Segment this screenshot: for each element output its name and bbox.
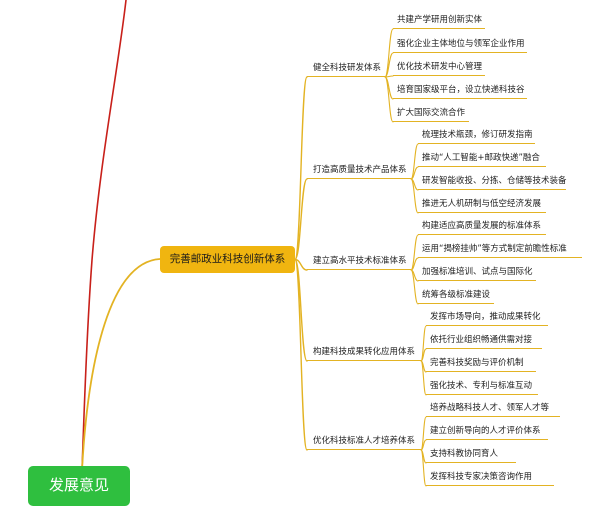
root-main-connector bbox=[81, 258, 161, 471]
root-node[interactable]: 发展意见 bbox=[28, 466, 130, 506]
leaf-node[interactable]: 完善科技奖励与评价机制 bbox=[426, 354, 536, 372]
branch-leaf-connector bbox=[384, 52, 394, 78]
main-branch-connector bbox=[294, 76, 308, 261]
branch-leaf-connector bbox=[410, 143, 419, 180]
main-branch-connector bbox=[294, 258, 308, 451]
leaf-node[interactable]: 共建产学研用创新实体 bbox=[393, 11, 485, 29]
leaf-node[interactable]: 依托行业组织畅通供需对接 bbox=[426, 331, 542, 349]
branch-node[interactable]: 优化科技标准人才培养体系 bbox=[307, 432, 421, 450]
leaf-node[interactable]: 培养战略科技人才、领军人才等 bbox=[426, 399, 560, 417]
main-branch-connector bbox=[294, 258, 308, 271]
leaf-node[interactable]: 优化技术研发中心管理 bbox=[393, 58, 485, 76]
branch-leaf-connector bbox=[410, 269, 419, 305]
leaf-node[interactable]: 研发智能收投、分拣、仓储等技术装备 bbox=[418, 172, 567, 190]
branch-node[interactable]: 建立高水平技术标准体系 bbox=[307, 252, 411, 270]
leaf-node[interactable]: 发挥市场导向，推动成果转化 bbox=[426, 308, 548, 326]
leaf-node[interactable]: 支持科教协同育人 bbox=[426, 445, 516, 463]
branch-leaf-connector bbox=[420, 449, 427, 487]
leaf-node[interactable]: 扩大国际交流合作 bbox=[393, 104, 469, 122]
leaf-node[interactable]: 加强标准培训、试点与国际化 bbox=[418, 263, 536, 281]
leaf-node[interactable]: 运用“揭榜挂帅”等方式制定前瞻性标准 bbox=[418, 240, 582, 258]
branch-node[interactable]: 构建科技成果转化应用体系 bbox=[307, 343, 421, 361]
leaf-node[interactable]: 推动“人工智能+邮政快递”融合 bbox=[418, 149, 546, 167]
leaf-node[interactable]: 梳理技术瓶颈，修订研发指南 bbox=[418, 126, 535, 144]
leaf-node[interactable]: 建立创新导向的人才评价体系 bbox=[426, 422, 548, 440]
branch-leaf-connector bbox=[384, 28, 394, 78]
leaf-node[interactable]: 培育国家级平台，设立快递科技谷 bbox=[393, 81, 527, 99]
leaf-node[interactable]: 强化企业主体地位与领军企业作用 bbox=[393, 35, 527, 53]
red-connector bbox=[81, 0, 127, 471]
leaf-node[interactable]: 强化技术、专利与标准互动 bbox=[426, 377, 538, 395]
main-node[interactable]: 完善邮政业科技创新体系 bbox=[160, 246, 295, 273]
connector-lines bbox=[81, 0, 427, 487]
main-branch-connector bbox=[294, 178, 308, 261]
branch-leaf-connector bbox=[410, 178, 419, 214]
branch-leaf-connector bbox=[410, 234, 419, 271]
leaf-node[interactable]: 构建适应高质量发展的标准体系 bbox=[418, 217, 546, 235]
leaf-node[interactable]: 发挥科技专家决策咨询作用 bbox=[426, 468, 554, 486]
branch-node[interactable]: 健全科技研发体系 bbox=[307, 59, 385, 77]
branch-leaf-connector bbox=[420, 360, 427, 396]
branch-node[interactable]: 打造高质量技术产品体系 bbox=[307, 161, 411, 179]
leaf-node[interactable]: 推进无人机研制与低空经济发展 bbox=[418, 195, 546, 213]
branch-leaf-connector bbox=[384, 76, 394, 123]
leaf-node[interactable]: 统筹各级标准建设 bbox=[418, 286, 494, 304]
